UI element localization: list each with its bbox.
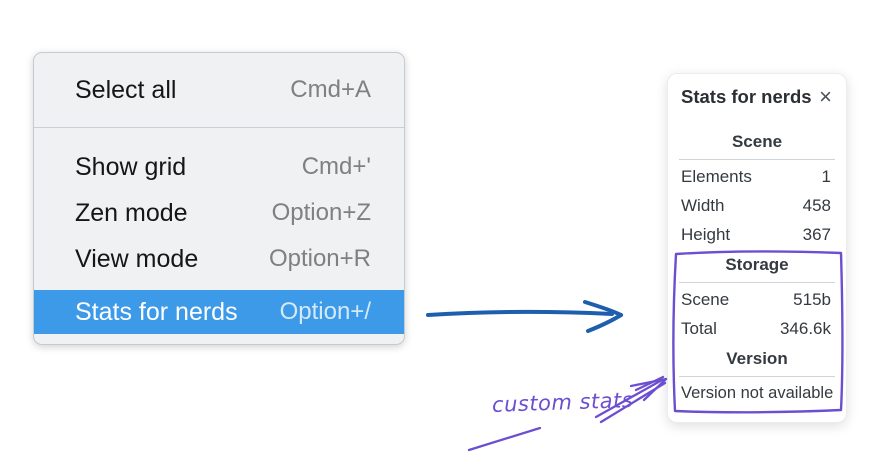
menu-group: Show grid Cmd+' Zen mode Option+Z View m… [34,128,404,334]
stat-label: Elements [681,167,752,186]
stat-value: 1 [821,167,831,186]
menu-item-select-all[interactable]: Select all Cmd+A [34,53,404,127]
stat-value: 346.6k [779,319,831,338]
stat-label: Width [681,196,725,215]
menu-item-label: View mode [75,244,199,273]
menu-item-view-mode[interactable]: View mode Option+R [34,236,404,282]
menu-divider [34,127,404,128]
stat-row-width: Width 458 [668,191,846,220]
menu-item-label: Select all [75,75,177,104]
stat-value: 367 [802,225,831,244]
section-heading-storage: Storage [725,255,789,274]
stat-row-total-storage: Total 346.6k [668,314,846,343]
stat-value: 458 [802,196,831,215]
context-menu: Select all Cmd+A Show grid Cmd+' Zen mod… [33,52,405,345]
stat-row-height: Height 367 [668,220,846,249]
menu-item-shortcut: Cmd+A [290,76,371,103]
blue-arrow [426,300,623,333]
section-divider [679,376,835,377]
menu-item-stats-for-nerds[interactable]: Stats for nerds Option+/ [34,290,404,334]
menu-item-label: Show grid [75,152,187,181]
section-heading-version: Version [726,349,788,368]
menu-item-zen-mode[interactable]: Zen mode Option+Z [34,190,404,236]
menu-item-label: Zen mode [75,198,188,227]
menu-item-shortcut: Option+R [268,245,371,272]
stat-row-scene-storage: Scene 515b [668,285,846,314]
close-icon[interactable]: × [819,84,832,109]
stat-value: 515b [793,290,831,309]
section-divider [679,159,835,160]
stat-label: Total [681,319,717,338]
stat-label: Height [681,225,731,244]
stats-panel-header: Stats for nerds × [668,74,846,108]
annotation-custom-stats: custom stats [491,388,634,417]
section-divider [679,282,835,283]
menu-item-label: Stats for nerds [75,297,238,326]
section-heading-scene: Scene [731,132,783,151]
stat-label: Scene [681,290,730,309]
version-note: Version not available [681,384,834,402]
stat-row-elements: Elements 1 [668,162,846,191]
stats-panel-title: Stats for nerds [681,86,812,107]
menu-item-shortcut: Cmd+' [301,153,371,180]
stats-panel: Stats for nerds × Scene Elements 1 Width… [667,73,847,423]
menu-item-shortcut: Option+Z [271,199,371,226]
menu-item-shortcut: Option+/ [279,298,371,325]
menu-item-show-grid[interactable]: Show grid Cmd+' [34,144,404,190]
